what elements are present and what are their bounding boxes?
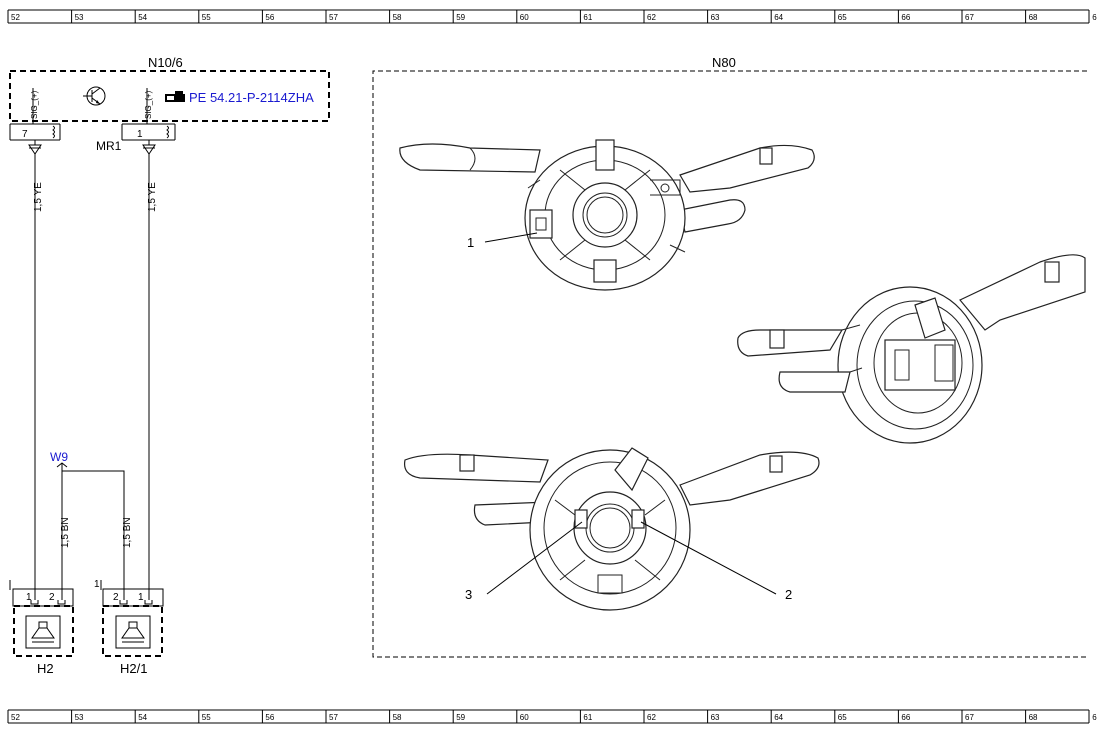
- module-n80-box: [372, 70, 1087, 658]
- module-n10-6-box: [9, 70, 330, 122]
- bottom-grid-column-number: 65: [838, 713, 847, 722]
- bottom-grid-column-number: 66: [901, 713, 910, 722]
- horn-h2: 1 2 H2: [9, 580, 74, 676]
- bottom-grid-column-number: 52: [11, 713, 20, 722]
- bottom-grid-column-number: 62: [647, 713, 656, 722]
- transistor-icon: [83, 86, 106, 106]
- horn-h2-box: [13, 605, 74, 657]
- top-grid-column-number: 64: [774, 13, 783, 22]
- top-grid-column-number: 59: [456, 13, 465, 22]
- callout-3: 3: [465, 587, 472, 602]
- top-grid-column-number: 52: [11, 13, 20, 22]
- horn-h21-pin-1: 1: [138, 592, 144, 603]
- callout-2: 2: [785, 587, 792, 602]
- top-grid-column-number: 54: [138, 13, 147, 22]
- module-n10-6: N10/6 SIG_(+) SIG_(+) PE 54.21-P-2114ZHA: [9, 55, 330, 155]
- top-grid-column-number: 53: [75, 13, 84, 22]
- top-grid-column-number: 63: [711, 13, 720, 22]
- top-grid-column-number: 57: [329, 13, 338, 22]
- callout-3-line: [486, 521, 583, 595]
- splice-w9-link[interactable]: W9: [50, 450, 68, 464]
- horn-h21-ref-mark: 1: [94, 579, 100, 590]
- top-grid-column-number: 67: [965, 13, 974, 22]
- horn-h21-pin-2: 2: [113, 592, 119, 603]
- wire-left-ye-label: 1,5 YE: [33, 182, 44, 212]
- wire-left-bn-label: 1,5 BN: [60, 517, 71, 548]
- horn-h2-pin-1: 1: [26, 592, 32, 603]
- mr1-label: MR1: [96, 139, 122, 153]
- wire-right-ye-label: 1,5 YE: [147, 182, 158, 212]
- bottom-grid-column-number: 69: [1092, 713, 1097, 722]
- top-grid-column-number: 66: [901, 13, 910, 22]
- horn-h21-box: [102, 605, 163, 657]
- bottom-grid-column-number: 68: [1029, 713, 1038, 722]
- pin-7-label: 7: [22, 129, 28, 140]
- bottom-grid-column-number: 63: [711, 713, 720, 722]
- bottom-grid-column-number: 53: [75, 713, 84, 722]
- bottom-grid-ruler: 52 53 54 55 56 57 58 59 60 61 62 63 64 65 66 67 68 69: [7, 709, 1097, 724]
- bottom-grid-column-number: 56: [265, 713, 274, 722]
- horn-h2-pin-2: 2: [49, 592, 55, 603]
- wire-right-bn-label: 1,5 BN: [122, 517, 133, 548]
- horn-h21-icon: [115, 615, 151, 649]
- callout-2-line: [640, 521, 777, 595]
- bottom-grid-column-number: 60: [520, 713, 529, 722]
- callout-1: 1: [467, 235, 474, 250]
- ref-pe-link[interactable]: PE 54.21-P-2114ZHA: [189, 90, 314, 105]
- bottom-grid-column-number: 58: [393, 713, 402, 722]
- steering-switch-illustration-bottom: [403, 447, 820, 611]
- sig-left-label: SIG_(+): [30, 90, 39, 119]
- bottom-grid-column-number: 67: [965, 713, 974, 722]
- bottom-grid-column-number: 64: [774, 713, 783, 722]
- bottom-grid-column-number: 59: [456, 713, 465, 722]
- horn-h2-1: 1 2 1 H2/1: [94, 579, 164, 676]
- callout-1-line: [484, 232, 538, 243]
- connector-right: [142, 140, 156, 155]
- top-grid-column-number: 58: [393, 13, 402, 22]
- top-grid-column-number: 60: [520, 13, 529, 22]
- top-grid-column-number: 62: [647, 13, 656, 22]
- bottom-grid-column-number: 57: [329, 713, 338, 722]
- horn-h21-label: H2/1: [120, 661, 147, 676]
- top-grid-column-number: 69: [1092, 13, 1097, 22]
- top-grid-column-number: 65: [838, 13, 847, 22]
- bottom-grid-column-number: 55: [202, 713, 211, 722]
- top-grid-column-number: 61: [583, 13, 592, 22]
- bottom-grid-column-number: 54: [138, 713, 147, 722]
- horn-h2-icon: [25, 615, 61, 649]
- top-grid-column-number: 55: [202, 13, 211, 22]
- sig-right-label: SIG_(+): [144, 90, 153, 119]
- wiring: 1,5 YE 1,5 YE W9 1,5 BN 1,5 BN: [33, 154, 158, 600]
- module-n80-label: N80: [712, 55, 736, 70]
- pin-1-label: 1: [137, 129, 143, 140]
- connector-left: [28, 140, 42, 155]
- pointing-hand-icon: [165, 91, 185, 102]
- top-grid-column-number: 56: [265, 13, 274, 22]
- top-grid-column-number: 68: [1029, 13, 1038, 22]
- bottom-grid-column-number: 61: [583, 713, 592, 722]
- steering-switch-illustration-top: [399, 139, 815, 291]
- module-n80: N80 1: [372, 55, 1087, 658]
- top-grid-ruler: 52 53 54 55 56 57 58 59 60 61 62 63 64 65 66 67 68 69: [7, 9, 1097, 24]
- module-n10-6-label: N10/6: [148, 55, 183, 70]
- steering-switch-illustration-side: [737, 254, 1086, 444]
- horn-h2-label: H2: [37, 661, 54, 676]
